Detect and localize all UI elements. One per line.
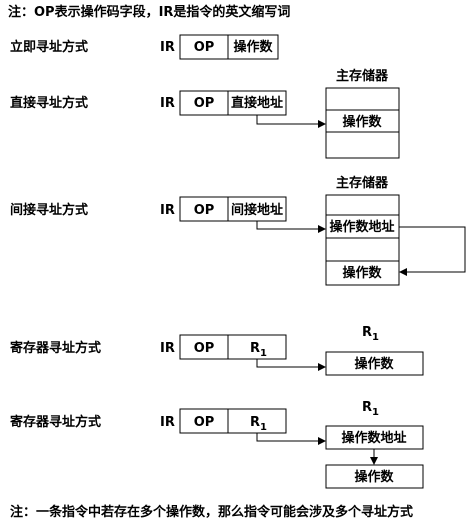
register-mode: 寄存器寻址方式 IR OP R1 R1 操作数 <box>10 325 424 376</box>
memory-label: 主存储器 <box>336 175 389 191</box>
ir-label: IR <box>160 415 175 430</box>
indirect-mode-label: 间接寻址方式 <box>10 202 88 218</box>
op-field-label: OP <box>194 40 215 55</box>
direct-mode-label: 直接寻址方式 <box>10 95 88 111</box>
address-arrow <box>256 221 320 230</box>
indirect-mode: 间接寻址方式 IR OP 间接地址 主存储器 操作数地址 操作数 <box>10 175 466 286</box>
register-indirect-mode-label: 寄存器寻址方式 <box>10 414 101 430</box>
target-operand: 操作数 <box>354 469 394 485</box>
register-title: R1 <box>362 400 379 418</box>
register-arrow <box>256 359 320 368</box>
direct-mode: 直接寻址方式 IR OP 直接地址 主存储器 操作数 <box>10 68 400 159</box>
indirect-loop-arrow-head <box>399 268 407 276</box>
register-subscript: 1 <box>260 348 267 359</box>
register-arrow-head <box>318 363 326 371</box>
indirect-loop-arrow <box>399 226 466 273</box>
memory-operand-address-cell: 操作数地址 <box>329 219 394 235</box>
register-mode-label: 寄存器寻址方式 <box>10 340 101 356</box>
pointer-arrow-head <box>370 457 378 465</box>
op-field <box>179 196 229 222</box>
register-name: R <box>362 325 372 340</box>
footer-note: 注：一条指令中若存在多个操作数，那么指令可能会涉及多个寻址方式 <box>10 504 413 520</box>
header-note: 注：OP表示操作码字段，IR是指令的英文缩写词 <box>8 4 290 20</box>
register-indirect-mode: 寄存器寻址方式 IR OP R1 R1 操作数地址 操作数 <box>10 400 424 489</box>
address-arrow <box>256 115 320 125</box>
immediate-mode: 立即寻址方式 IR OP 操作数 <box>10 34 279 60</box>
register-subscript: 1 <box>372 407 379 418</box>
register-name: R <box>250 341 260 356</box>
op-field <box>179 408 229 434</box>
ir-label: IR <box>160 40 175 55</box>
main-memory <box>325 87 400 159</box>
direct-address-field-label: 直接地址 <box>231 95 283 111</box>
register-title: R1 <box>362 325 379 343</box>
ir-label: IR <box>160 96 175 111</box>
register-subscript: 1 <box>260 422 267 433</box>
op-field-label: OP <box>194 415 215 430</box>
register-arrow-head <box>318 437 326 445</box>
register-operand-address: 操作数地址 <box>341 430 406 446</box>
memory-label: 主存储器 <box>336 68 389 84</box>
register-name: R <box>362 400 372 415</box>
register-field <box>227 334 287 360</box>
register-field-label: R1 <box>250 415 267 433</box>
immediate-mode-label: 立即寻址方式 <box>10 39 88 55</box>
ir-label: IR <box>160 341 175 356</box>
register-field-label: R1 <box>250 341 267 359</box>
direct-address-field <box>227 90 287 116</box>
op-field-label: OP <box>194 341 215 356</box>
register-field <box>227 408 287 434</box>
op-field <box>179 90 229 116</box>
address-arrow-head <box>318 225 326 233</box>
indirect-address-field-label: 间接地址 <box>231 202 283 218</box>
memory-operand-cell: 操作数 <box>342 265 382 281</box>
register-arrow <box>256 433 320 442</box>
register-name: R <box>250 415 260 430</box>
register-subscript: 1 <box>372 332 379 343</box>
ir-label: IR <box>160 203 175 218</box>
memory-operand-cell: 操作数 <box>342 114 382 130</box>
indirect-address-field <box>227 196 287 222</box>
address-arrow-head <box>318 120 326 128</box>
operand-field <box>227 34 279 60</box>
op-field-label: OP <box>194 96 215 111</box>
operand-field-label: 操作数 <box>233 39 273 55</box>
operand-box <box>325 464 424 489</box>
op-field <box>179 334 229 360</box>
register-box <box>325 351 424 376</box>
register-operand: 操作数 <box>354 356 394 372</box>
op-field <box>179 34 229 60</box>
main-memory <box>325 194 400 286</box>
op-field-label: OP <box>194 203 215 218</box>
